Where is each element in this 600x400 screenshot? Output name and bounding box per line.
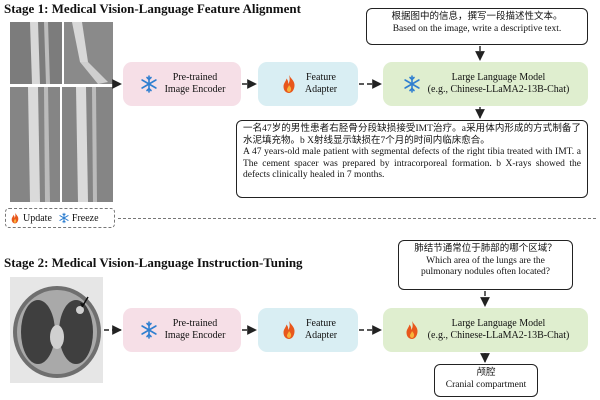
xray-image-leg	[10, 22, 113, 202]
stage1-prompt-en: Based on the image, write a descriptive …	[392, 23, 562, 34]
snowflake-icon	[139, 320, 159, 340]
flame-icon	[11, 212, 19, 224]
stage1-title: Stage 1: Medical Vision-Language Feature…	[4, 1, 301, 16]
stage2-question-zh: 肺结节通常位于肺部的哪个区域？	[414, 244, 557, 254]
stage2-llm: Large Language Model (e.g., Chinese-LLaM…	[383, 308, 588, 352]
ct-image-lungs	[10, 277, 103, 383]
snowflake-icon	[59, 212, 69, 224]
stage1-llm: Large Language Model (e.g., Chinese-LLaM…	[383, 62, 588, 106]
legend-update-label: Update	[23, 212, 52, 224]
stage2-title: Stage 2: Medical Vision-Language Instruc…	[4, 255, 303, 270]
stage1-feature-adapter: Feature Adapter	[258, 62, 358, 106]
stage2-answer-en: Cranial compartment	[445, 379, 527, 390]
snowflake-icon	[402, 74, 422, 94]
stage-divider	[118, 218, 596, 219]
legend-freeze-label: Freeze	[71, 212, 99, 224]
stage1-output-zh: 一名47岁的男性患者右胫骨分段缺损接受IMT治疗。a采用体内形成的方式制备了水泥…	[243, 124, 581, 146]
stage2-question-en: Which area of the lungs are the pulmonar…	[420, 255, 550, 278]
flame-icon	[402, 320, 422, 340]
stage2-question-box: 肺结节通常位于肺部的哪个区域？ Which area of the lungs …	[398, 240, 573, 290]
snowflake-icon	[139, 74, 159, 94]
stage1-adapter-label: Feature Adapter	[304, 72, 338, 95]
stage2-image-encoder: Pre-trained Image Encoder	[123, 308, 241, 352]
stage1-output-box: 一名47岁的男性患者右胫骨分段缺损接受IMT治疗。a采用体内形成的方式制备了水泥…	[236, 120, 588, 198]
ct-lung-drawing	[10, 277, 103, 383]
stage2-answer-zh: 颅腔	[476, 368, 496, 378]
stage2-encoder-label: Pre-trained Image Encoder	[164, 318, 226, 341]
stage2-adapter-label: Feature Adapter	[304, 318, 338, 341]
stage1-encoder-label: Pre-trained Image Encoder	[164, 72, 226, 95]
stage2-answer-box: 颅腔 Cranial compartment	[434, 364, 538, 397]
legend: Update Freeze	[5, 208, 115, 228]
stage1-image-encoder: Pre-trained Image Encoder	[123, 62, 241, 106]
stage2-feature-adapter: Feature Adapter	[258, 308, 358, 352]
flame-icon	[279, 320, 299, 340]
stage1-llm-label: Large Language Model (e.g., Chinese-LLaM…	[427, 72, 570, 95]
stage1-prompt-zh: 根据图中的信息，撰写一段描述性文本。	[391, 12, 563, 22]
stage2-llm-label: Large Language Model (e.g., Chinese-LLaM…	[427, 318, 570, 341]
flame-icon	[279, 74, 299, 94]
stage1-prompt-box: 根据图中的信息，撰写一段描述性文本。 Based on the image, w…	[366, 8, 588, 45]
xray-leg-drawing	[10, 22, 113, 202]
stage1-output-en: A 47 years-old male patient with segment…	[243, 147, 581, 180]
